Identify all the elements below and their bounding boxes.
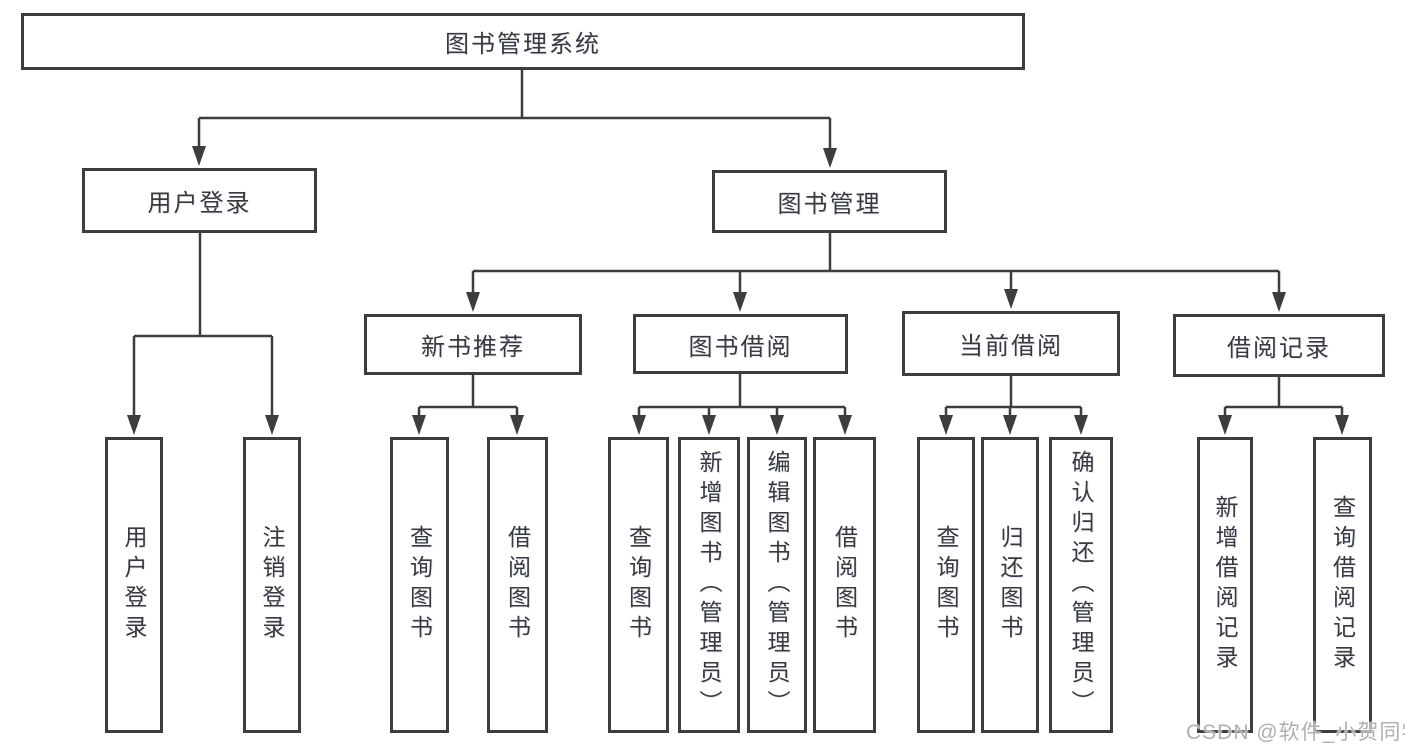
- leaf-label: 归还图书: [997, 525, 1023, 645]
- leaf-current-query-books: 查询图书: [917, 437, 975, 733]
- leaf-label: 新增借阅记录: [1212, 495, 1238, 675]
- leaf-label: 借阅图书: [504, 525, 531, 645]
- leaf-borrow-borrow-books: 借阅图书: [813, 437, 876, 733]
- leaf-records-add-record: 新增借阅记录: [1197, 437, 1253, 733]
- node-book-management-module: 图书管理: [712, 170, 947, 233]
- arrowhead-icons: [127, 146, 1349, 435]
- leaf-borrow-edit-books-admin: 编辑图书（管理员）: [747, 437, 807, 733]
- node-book-borrow: 图书借阅: [633, 314, 848, 374]
- leaf-logout: 注销登录: [243, 437, 301, 733]
- leaf-label: 借阅图书: [831, 525, 858, 645]
- leaf-label: 新增图书（管理员）: [696, 450, 722, 720]
- csdn-watermark: CSDN @软件_小贺同学: [1186, 721, 1405, 744]
- leaf-label: 查询图书: [933, 525, 959, 645]
- leaf-newbook-borrow-books: 借阅图书: [487, 437, 548, 733]
- leaf-label: 查询图书: [625, 525, 652, 645]
- leaf-label: 确认归还（管理员）: [1068, 450, 1094, 720]
- leaf-label: 编辑图书（管理员）: [764, 450, 790, 720]
- leaf-borrow-add-books-admin: 新增图书（管理员）: [678, 437, 740, 733]
- leaf-label: 注销登录: [259, 525, 285, 645]
- node-root-system: 图书管理系统: [21, 13, 1025, 70]
- leaf-current-confirm-return-admin: 确认归还（管理员）: [1049, 437, 1113, 733]
- leaf-label: 查询借阅记录: [1329, 495, 1356, 675]
- leaf-records-query-record: 查询借阅记录: [1313, 437, 1372, 733]
- node-new-book-recommend: 新书推荐: [364, 314, 582, 375]
- node-user-login-module: 用户登录: [82, 168, 317, 233]
- leaf-label: 查询图书: [406, 525, 433, 645]
- leaf-borrow-query-books: 查询图书: [608, 437, 669, 733]
- node-borrow-records: 借阅记录: [1173, 314, 1385, 377]
- leaf-label: 用户登录: [121, 525, 147, 645]
- node-current-borrow: 当前借阅: [902, 311, 1120, 376]
- leaf-current-return-books: 归还图书: [981, 437, 1039, 733]
- leaf-newbook-query-books: 查询图书: [390, 437, 449, 733]
- leaf-user-login: 用户登录: [105, 437, 163, 733]
